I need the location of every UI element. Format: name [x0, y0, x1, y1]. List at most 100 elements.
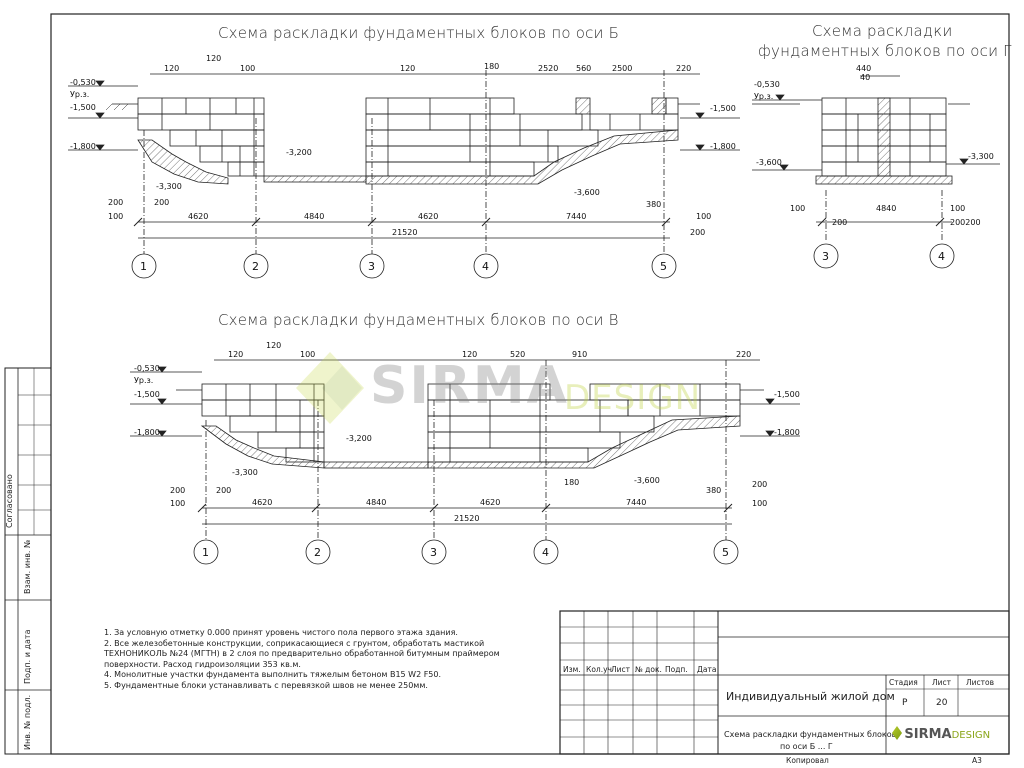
- dim-label: 100: [240, 64, 256, 73]
- note-line: 2. Все железобетонные конструкции, сопри…: [104, 638, 485, 648]
- tb-header-podp: Подп.: [665, 665, 688, 674]
- dim-label: 120: [266, 341, 282, 350]
- dim-label: 560: [576, 64, 592, 73]
- dim-label: 200200: [950, 218, 981, 227]
- tb-format: А3: [972, 756, 982, 765]
- level-label: -0,530: [70, 78, 96, 87]
- level-label: -1,500: [774, 390, 800, 399]
- axis-label: 4: [482, 260, 489, 273]
- title-axis-v: Схема раскладки фундаментных блоков по о…: [218, 311, 619, 329]
- dim-label: 4620: [418, 212, 439, 221]
- dim-label: 100: [696, 212, 712, 221]
- level-markers: [68, 80, 1000, 437]
- axis-g-scheme: [752, 75, 970, 242]
- axis-b-scheme: [105, 70, 700, 254]
- level-label: Ур.з.: [754, 92, 774, 101]
- dim-label: 100: [790, 204, 806, 213]
- dim-label: 4620: [480, 498, 501, 507]
- level-label: -3,200: [286, 148, 312, 157]
- note-line: поверхности. Расход гидроизоляции 353 кв…: [104, 659, 301, 669]
- dim-label: 380: [646, 200, 662, 209]
- level-label: -3,300: [232, 468, 258, 477]
- dim-label: 200: [154, 198, 170, 207]
- tb-sheet-label: Лист: [932, 678, 952, 687]
- title-axis-b: Схема раскладки фундаментных блоков по о…: [218, 24, 620, 42]
- dim-label: 100: [950, 204, 966, 213]
- dim-label: 200: [216, 486, 232, 495]
- tb-sheet-number: 20: [936, 698, 948, 708]
- dim-label: 440: [856, 64, 872, 73]
- dim-label: 200: [832, 218, 848, 227]
- dim-label: 380: [706, 486, 722, 495]
- dim-label: 120: [164, 64, 180, 73]
- axis-label: 3: [822, 250, 829, 263]
- tb-header-list: Лист: [611, 665, 631, 674]
- dim-label: 4840: [304, 212, 325, 221]
- dim-label: 200: [170, 486, 186, 495]
- dim-label: 180: [484, 62, 500, 71]
- dim-label: 7440: [626, 498, 647, 507]
- dim-label: 120: [228, 350, 244, 359]
- axis-label: 4: [938, 250, 945, 263]
- logo-leaf-icon: [892, 726, 902, 740]
- dim-label: 520: [510, 350, 526, 359]
- level-label: -1,800: [710, 142, 736, 151]
- stamp-vzam-inv: Взам. инв. №: [23, 539, 32, 594]
- level-label: -3,200: [346, 434, 372, 443]
- axis-label: 5: [722, 546, 729, 559]
- logo-design: DESIGN: [951, 730, 991, 741]
- tb-logo: SIRMADESIGN: [892, 726, 990, 742]
- axis-v-scheme: [176, 359, 764, 540]
- sheet-frame: [4, 13, 1010, 755]
- level-label: -3,300: [156, 182, 182, 191]
- axis-bubbles: [131, 243, 955, 565]
- tb-sheet-name-1: Схема раскладки фундаментных блоков: [724, 730, 897, 739]
- tb-copied: Копировал: [786, 756, 829, 765]
- dim-total: 21520: [454, 514, 480, 523]
- level-label: -1,800: [70, 142, 96, 151]
- level-label: -3,600: [756, 158, 782, 167]
- general-notes: 1. За условную отметку 0.000 принят уров…: [104, 628, 500, 691]
- level-label: -3,600: [634, 476, 660, 485]
- axis-label: 4: [542, 546, 549, 559]
- axis-label: 5: [660, 260, 667, 273]
- dim-label: 100: [300, 350, 316, 359]
- dim-label: 4840: [366, 498, 387, 507]
- axis-label: 3: [368, 260, 375, 273]
- axis-label: 2: [314, 546, 321, 559]
- level-label: -1,800: [774, 428, 800, 437]
- tb-header-kol: Кол.уч: [586, 665, 612, 674]
- stamp-podp-data: Подп. и дата: [23, 629, 32, 685]
- axis-label: 1: [202, 546, 209, 559]
- note-line: 4. Монолитные участки фундамента выполни…: [104, 670, 442, 679]
- level-label: -3,600: [574, 188, 600, 197]
- title-block-grid: [559, 610, 1010, 755]
- level-label: -0,530: [754, 80, 780, 89]
- watermark-diamond: [296, 352, 364, 424]
- title-axis-g-line2: фундаментных блоков по оси Г: [758, 42, 1012, 60]
- dim-label: 120: [462, 350, 478, 359]
- dim-label: 200: [690, 228, 706, 237]
- dim-label: 180: [564, 478, 580, 487]
- dim-label: 40: [860, 73, 871, 82]
- stamp-inv-podl: Инв. № подл.: [23, 694, 32, 750]
- dim-label: 220: [676, 64, 692, 73]
- dim-label: 910: [572, 350, 588, 359]
- title-axis-g-line1: Схема раскладки: [812, 22, 953, 40]
- axis-label: 1: [140, 260, 147, 273]
- tb-header-izm: Изм.: [563, 665, 581, 674]
- dim-label: 100: [170, 499, 186, 508]
- axis-label: 2: [252, 260, 259, 273]
- note-line: 1. За условную отметку 0.000 принят уров…: [104, 628, 458, 637]
- tb-stage-label: Стадия: [889, 678, 918, 687]
- dim-label: 7440: [566, 212, 587, 221]
- tb-header-doc: № док.: [635, 665, 662, 674]
- dim-label: 200: [108, 198, 124, 207]
- tb-stage-value: Р: [902, 698, 908, 708]
- dim-label: 100: [108, 212, 124, 221]
- level-label: -3,300: [968, 152, 994, 161]
- level-label: -1,800: [134, 428, 160, 437]
- stamp-soglasovano: Согласовано: [5, 474, 14, 528]
- level-label: -1,500: [134, 390, 160, 399]
